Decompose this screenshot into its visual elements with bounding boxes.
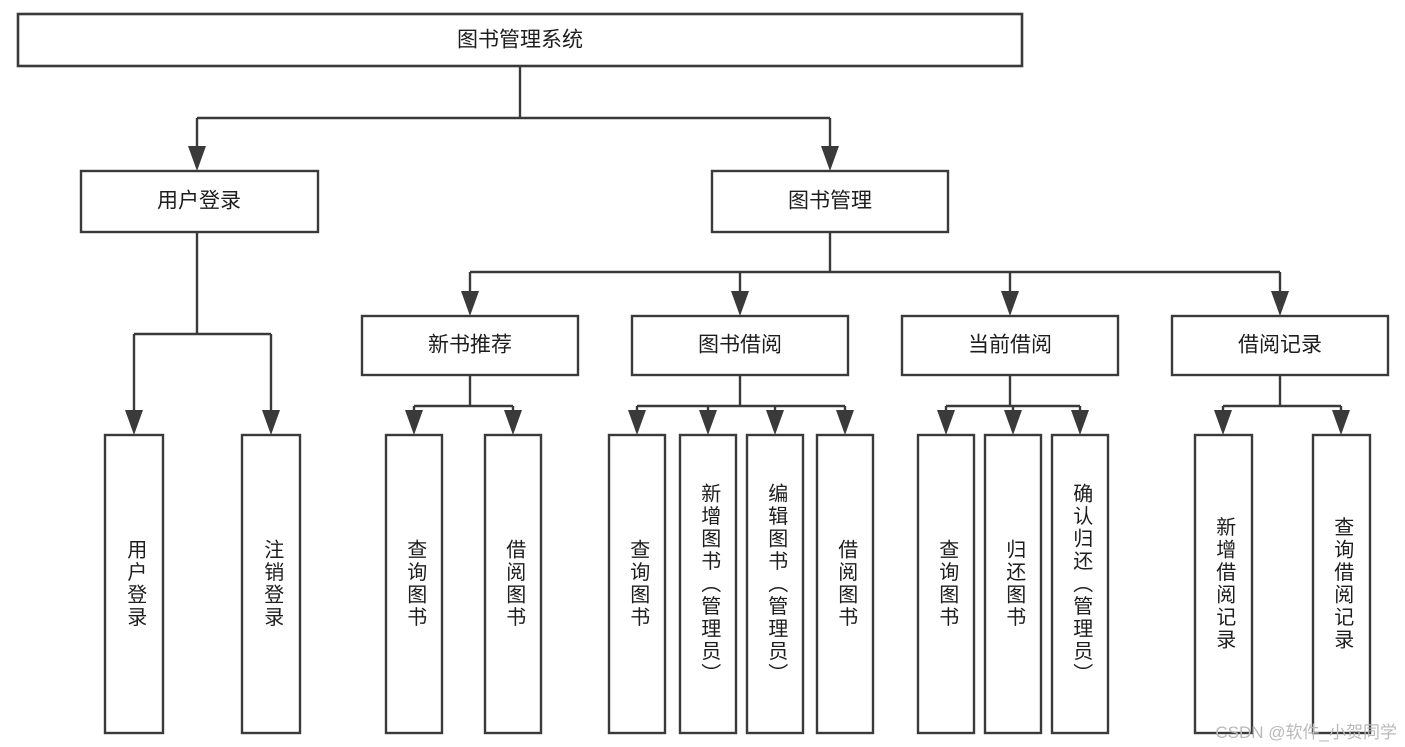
node-leaf-query-record[interactable]: 查询借阅记录 xyxy=(1311,433,1372,735)
node-leaf-borrow-book-2-box[interactable] xyxy=(815,433,875,735)
node-leaf-edit-book-box[interactable] xyxy=(745,433,805,735)
arrow-to-leaf-query-record xyxy=(1332,410,1350,435)
node-root-box[interactable] xyxy=(16,12,1024,68)
node-leaf-borrow-book-2[interactable]: 借阅图书 xyxy=(815,433,875,735)
arrow-to-user-login xyxy=(188,146,206,171)
node-leaf-logout-login-label: 注销登录 xyxy=(261,539,284,629)
node-leaf-return-book-label: 归还图书 xyxy=(1003,539,1026,629)
node-leaf-user-login-box[interactable] xyxy=(103,433,165,735)
node-leaf-add-record-box[interactable] xyxy=(1193,433,1254,735)
node-leaf-user-login-label: 用户登录 xyxy=(124,539,147,629)
arrow-to-leaf-add-record xyxy=(1214,410,1232,435)
node-leaf-borrow-book-1-label: 借阅图书 xyxy=(503,539,526,629)
node-user-login[interactable]: 用户登录 xyxy=(79,169,320,234)
node-book-management-box[interactable] xyxy=(710,169,950,234)
node-leaf-confirm-return-label: 确认归还（管理员） xyxy=(1070,482,1093,685)
node-borrow-record-box[interactable] xyxy=(1170,314,1390,377)
node-borrow-record-label: 借阅记录 xyxy=(1238,334,1322,357)
node-leaf-add-book-box[interactable] xyxy=(678,433,738,735)
node-book-borrow-box[interactable] xyxy=(630,314,850,377)
arrow-to-leaf-add-book xyxy=(699,410,717,435)
node-new-book-recommend-box[interactable] xyxy=(360,314,580,377)
node-book-borrow[interactable]: 图书借阅 xyxy=(630,314,850,377)
node-leaf-query-book-2-label: 查询图书 xyxy=(627,539,650,629)
node-current-borrow-box[interactable] xyxy=(900,314,1120,377)
node-leaf-borrow-book-2-label: 借阅图书 xyxy=(835,539,858,629)
node-leaf-query-book-2-box[interactable] xyxy=(607,433,667,735)
node-leaf-borrow-book-1[interactable]: 借阅图书 xyxy=(483,433,543,735)
arrow-to-current-borrow xyxy=(1001,291,1019,316)
node-current-borrow[interactable]: 当前借阅 xyxy=(900,314,1120,377)
node-leaf-query-record-label: 查询借阅记录 xyxy=(1331,516,1354,651)
node-leaf-edit-book[interactable]: 编辑图书（管理员） xyxy=(745,433,805,735)
arrow-to-book-borrow xyxy=(731,291,749,316)
node-leaf-query-record-box[interactable] xyxy=(1311,433,1372,735)
node-leaf-add-record[interactable]: 新增借阅记录 xyxy=(1193,433,1254,735)
node-leaf-query-book-2[interactable]: 查询图书 xyxy=(607,433,667,735)
arrow-to-leaf-edit-book xyxy=(766,410,784,435)
node-leaf-return-book[interactable]: 归还图书 xyxy=(983,433,1043,735)
arrow-to-leaf-borrow-book-1 xyxy=(504,410,522,435)
node-leaf-confirm-return-box[interactable] xyxy=(1050,433,1110,735)
node-leaf-add-book-label: 新增图书（管理员） xyxy=(698,482,721,685)
node-leaf-confirm-return[interactable]: 确认归还（管理员） xyxy=(1050,433,1110,735)
node-book-management[interactable]: 图书管理 xyxy=(710,169,950,234)
node-current-borrow-label: 当前借阅 xyxy=(968,334,1052,357)
node-leaf-logout-login[interactable]: 注销登录 xyxy=(240,433,302,735)
arrow-to-leaf-borrow-book-2 xyxy=(836,410,854,435)
node-leaf-query-book-3-box[interactable] xyxy=(916,433,976,735)
node-user-login-label: 用户登录 xyxy=(157,190,241,213)
node-new-book-recommend-label: 新书推荐 xyxy=(428,334,512,357)
node-root[interactable]: 图书管理系统 xyxy=(16,12,1024,68)
node-borrow-record[interactable]: 借阅记录 xyxy=(1170,314,1390,377)
node-leaf-add-book[interactable]: 新增图书（管理员） xyxy=(678,433,738,735)
node-leaf-logout-login-box[interactable] xyxy=(240,433,302,735)
node-leaf-user-login[interactable]: 用户登录 xyxy=(103,433,165,735)
arrow-to-leaf-query-book-2 xyxy=(628,410,646,435)
arrow-to-borrow-record xyxy=(1271,291,1289,316)
node-root-label: 图书管理系统 xyxy=(457,29,583,52)
arrow-to-new-book-recommend xyxy=(461,291,479,316)
arrow-to-book-management xyxy=(821,146,839,171)
node-leaf-return-book-box[interactable] xyxy=(983,433,1043,735)
node-leaf-borrow-book-1-box[interactable] xyxy=(483,433,543,735)
connector-layer xyxy=(125,66,1350,435)
arrow-to-leaf-user-login xyxy=(125,410,143,435)
arrow-to-leaf-confirm-return xyxy=(1071,410,1089,435)
node-book-borrow-label: 图书借阅 xyxy=(698,334,782,357)
arrow-to-leaf-query-book-1 xyxy=(405,410,423,435)
arrow-to-leaf-return-book xyxy=(1004,410,1022,435)
node-new-book-recommend[interactable]: 新书推荐 xyxy=(360,314,580,377)
node-leaf-query-book-3-label: 查询图书 xyxy=(936,539,959,629)
node-book-management-label: 图书管理 xyxy=(788,190,872,213)
node-user-login-box[interactable] xyxy=(79,169,320,234)
node-leaf-query-book-1-label: 查询图书 xyxy=(404,539,427,629)
node-leaf-query-book-1[interactable]: 查询图书 xyxy=(384,433,444,735)
arrow-to-leaf-query-book-3 xyxy=(937,410,955,435)
node-leaf-add-record-label: 新增借阅记录 xyxy=(1213,516,1236,651)
arrow-to-leaf-logout-login xyxy=(262,410,280,435)
node-leaf-query-book-3[interactable]: 查询图书 xyxy=(916,433,976,735)
node-leaf-edit-book-label: 编辑图书（管理员） xyxy=(765,482,788,685)
node-leaf-query-book-1-box[interactable] xyxy=(384,433,444,735)
